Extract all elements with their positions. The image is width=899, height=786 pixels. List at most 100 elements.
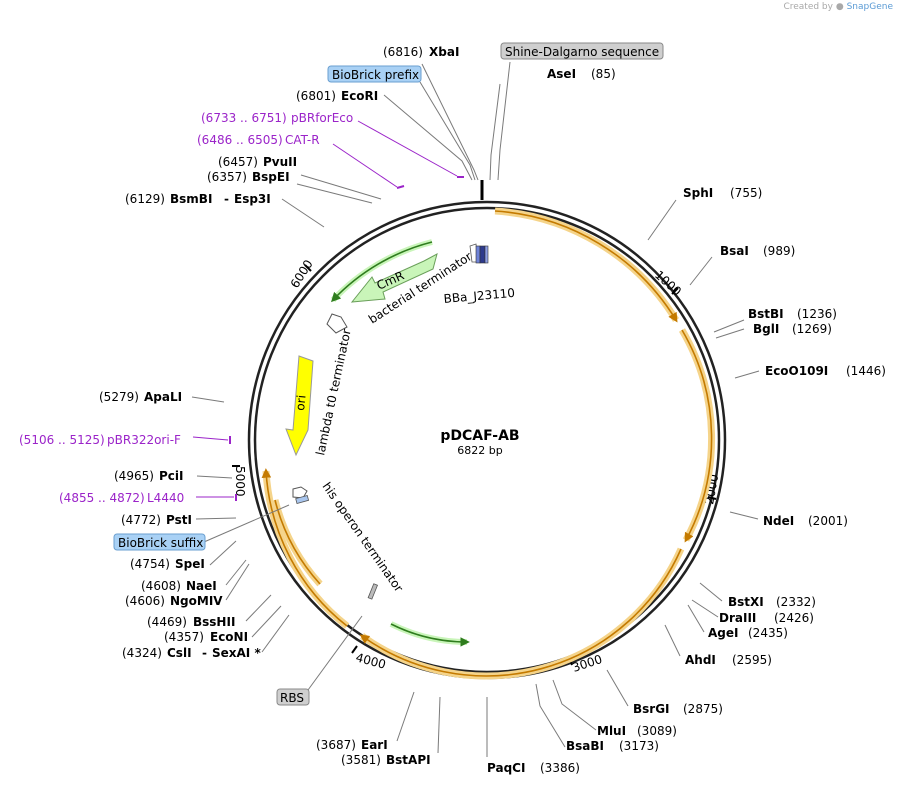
- primer-range: (5106 .. 5125): [19, 433, 105, 447]
- enzyme-pcii[interactable]: (4965) PciI: [114, 469, 184, 483]
- enzyme-xbai[interactable]: (6816) XbaI: [383, 45, 459, 59]
- enzyme-name-2: Esp3I: [234, 192, 271, 206]
- enzyme-position: (4606): [125, 594, 165, 608]
- enzyme-name: BsrGI: [633, 702, 670, 716]
- enzyme-position: (6816): [383, 45, 423, 59]
- enzyme-name: AhdI: [685, 653, 716, 667]
- enzyme-ngomiv[interactable]: (4606) NgoMIV: [125, 594, 223, 608]
- enzyme-position: (4965): [114, 469, 154, 483]
- enzyme-bsshii[interactable]: (4469) BssHII: [147, 615, 235, 629]
- enzyme-ahdi[interactable]: AhdI (2595): [685, 653, 772, 667]
- enzyme-name: ApaLI: [144, 390, 182, 404]
- backbone-inner: [253, 206, 721, 674]
- enzyme-name: NaeI: [186, 579, 217, 593]
- biobrick-prefix-box[interactable]: BioBrick prefix: [327, 65, 422, 83]
- his-operon-terminator-label: his operon terminator: [320, 480, 406, 595]
- enzyme-position: (2875): [683, 702, 723, 716]
- enzyme-name: NdeI: [763, 514, 794, 528]
- enzyme-position: (4754): [130, 557, 170, 571]
- promoter-cluster: [469, 243, 489, 264]
- enzyme-name: BstAPI: [386, 753, 431, 767]
- primer-name: L4440: [147, 491, 184, 505]
- primer-name: pBR322ori-F: [107, 433, 181, 447]
- enzyme-position: (85): [591, 67, 616, 81]
- enzyme-ndei[interactable]: NdeI (2001): [763, 514, 848, 528]
- bba-j23110-label: BBa_J23110: [443, 286, 515, 306]
- enzyme-name: EcoNI: [210, 630, 248, 644]
- shine-dalgarno-label: Shine-Dalgarno sequence: [505, 45, 659, 59]
- enzyme-name: EcoO109I: [765, 364, 828, 378]
- enzyme-eari[interactable]: (3687) EarI: [316, 738, 388, 752]
- shine-dalgarno-box[interactable]: Shine-Dalgarno sequence: [500, 42, 664, 60]
- enzyme-position: (3173): [619, 739, 659, 753]
- primer-pbr322ori-f[interactable]: (5106 .. 5125) pBR322ori-F: [19, 433, 181, 447]
- enzyme-name: BstBI: [748, 307, 784, 321]
- enzyme-name: BssHII: [193, 615, 235, 629]
- enzyme-name: SphI: [683, 186, 713, 200]
- enzyme-naei[interactable]: (4608) NaeI: [141, 579, 217, 593]
- enzyme-ecoo109i[interactable]: EcoO109I (1446): [765, 364, 886, 378]
- enzyme-bsrgi[interactable]: BsrGI (2875): [633, 702, 723, 716]
- ori-label: ori: [293, 394, 309, 411]
- enzyme-bstapi[interactable]: (3581) BstAPI: [341, 753, 431, 767]
- primer-cat-r[interactable]: (6486 .. 6505) CAT-R: [197, 133, 320, 147]
- rbs-box[interactable]: RBS: [276, 688, 310, 706]
- enzyme-paqci[interactable]: PaqCI (3386): [487, 761, 580, 775]
- snapgene-credit[interactable]: Created by ● SnapGene: [783, 2, 893, 12]
- ori-feature: [285, 355, 314, 457]
- enzyme-bgli[interactable]: BglI (1269): [753, 322, 832, 336]
- enzyme-ecori[interactable]: (6801) EcoRI: [296, 89, 378, 103]
- enzyme-spei[interactable]: (4754) SpeI: [130, 557, 205, 571]
- enzyme-position: (2595): [732, 653, 772, 667]
- leader-lines: [191, 61, 760, 757]
- biobrick-suffix-box[interactable]: BioBrick suffix: [113, 533, 206, 551]
- enzyme-position: (4608): [141, 579, 181, 593]
- enzyme-agei[interactable]: AgeI (2435): [708, 626, 788, 640]
- small-blue-feature: [295, 495, 310, 504]
- enzyme-position: (4324): [122, 646, 162, 660]
- enzyme-apali[interactable]: (5279) ApaLI: [99, 390, 182, 404]
- enzyme-bstbi[interactable]: BstBI (1236): [748, 307, 837, 321]
- enzyme-name: CslI: [167, 646, 192, 660]
- enzyme-position: (4357): [164, 630, 204, 644]
- enzyme-position: (3687): [316, 738, 356, 752]
- enzyme-position: (5279): [99, 390, 139, 404]
- enzyme-econi[interactable]: (4357) EcoNI: [164, 630, 248, 644]
- snapgene-logo-icon: ●: [835, 2, 844, 12]
- rbs-label: RBS: [280, 691, 304, 705]
- biobrick-suffix-label: BioBrick suffix: [118, 536, 203, 550]
- enzyme-name: PaqCI: [487, 761, 525, 775]
- enzyme-mlui[interactable]: MluI (3089): [597, 724, 677, 738]
- enzyme-psti[interactable]: (4772) PstI: [121, 513, 192, 527]
- enzyme-pvuii[interactable]: (6457) PvuII: [218, 155, 297, 169]
- enzyme-position: (4469): [147, 615, 187, 629]
- enzyme-asei[interactable]: AseI (85): [547, 67, 616, 81]
- lambda-t0-terminator-label: lambda t0 terminator: [313, 328, 353, 457]
- enzyme-name: PstI: [166, 513, 192, 527]
- biobrick-prefix-label: BioBrick prefix: [332, 68, 419, 82]
- enzyme-name: BsmBI: [170, 192, 212, 206]
- enzyme-name: PciI: [159, 469, 184, 483]
- enzyme-draiii[interactable]: DraIII (2426): [719, 611, 814, 625]
- enzyme-position: (2332): [776, 595, 816, 609]
- enzyme-bsai[interactable]: BsaI (989): [720, 244, 795, 258]
- enzyme-position: (989): [763, 244, 795, 258]
- enzyme-csli-sexai[interactable]: (4324) CslI - SexAI *: [122, 646, 261, 660]
- primer-pbrforeco[interactable]: (6733 .. 6751) pBRforEco: [201, 111, 353, 125]
- enzyme-bstxi[interactable]: BstXI (2332): [728, 595, 816, 609]
- enzyme-name: PvuII: [263, 155, 297, 169]
- enzyme-name: NgoMIV: [170, 594, 223, 608]
- enzyme-position: (2426): [774, 611, 814, 625]
- primer-range: (6733 .. 6751): [201, 111, 287, 125]
- primer-l4440[interactable]: (4855 .. 4872) L4440: [59, 491, 184, 505]
- enzyme-bsmbi-esp3i[interactable]: (6129) BsmBI - Esp3I: [125, 192, 271, 206]
- enzyme-name: MluI: [597, 724, 626, 738]
- enzyme-name: AgeI: [708, 626, 738, 640]
- enzyme-sphi[interactable]: SphI (755): [683, 186, 762, 200]
- enzyme-separator: -: [224, 192, 229, 206]
- enzyme-bsabi[interactable]: BsaBI (3173): [566, 739, 659, 753]
- enzyme-name: EarI: [361, 738, 388, 752]
- enzyme-bspei[interactable]: (6357) BspEI: [207, 170, 290, 184]
- primer-range: (6486 .. 6505): [197, 133, 283, 147]
- enzyme-position: (6357): [207, 170, 247, 184]
